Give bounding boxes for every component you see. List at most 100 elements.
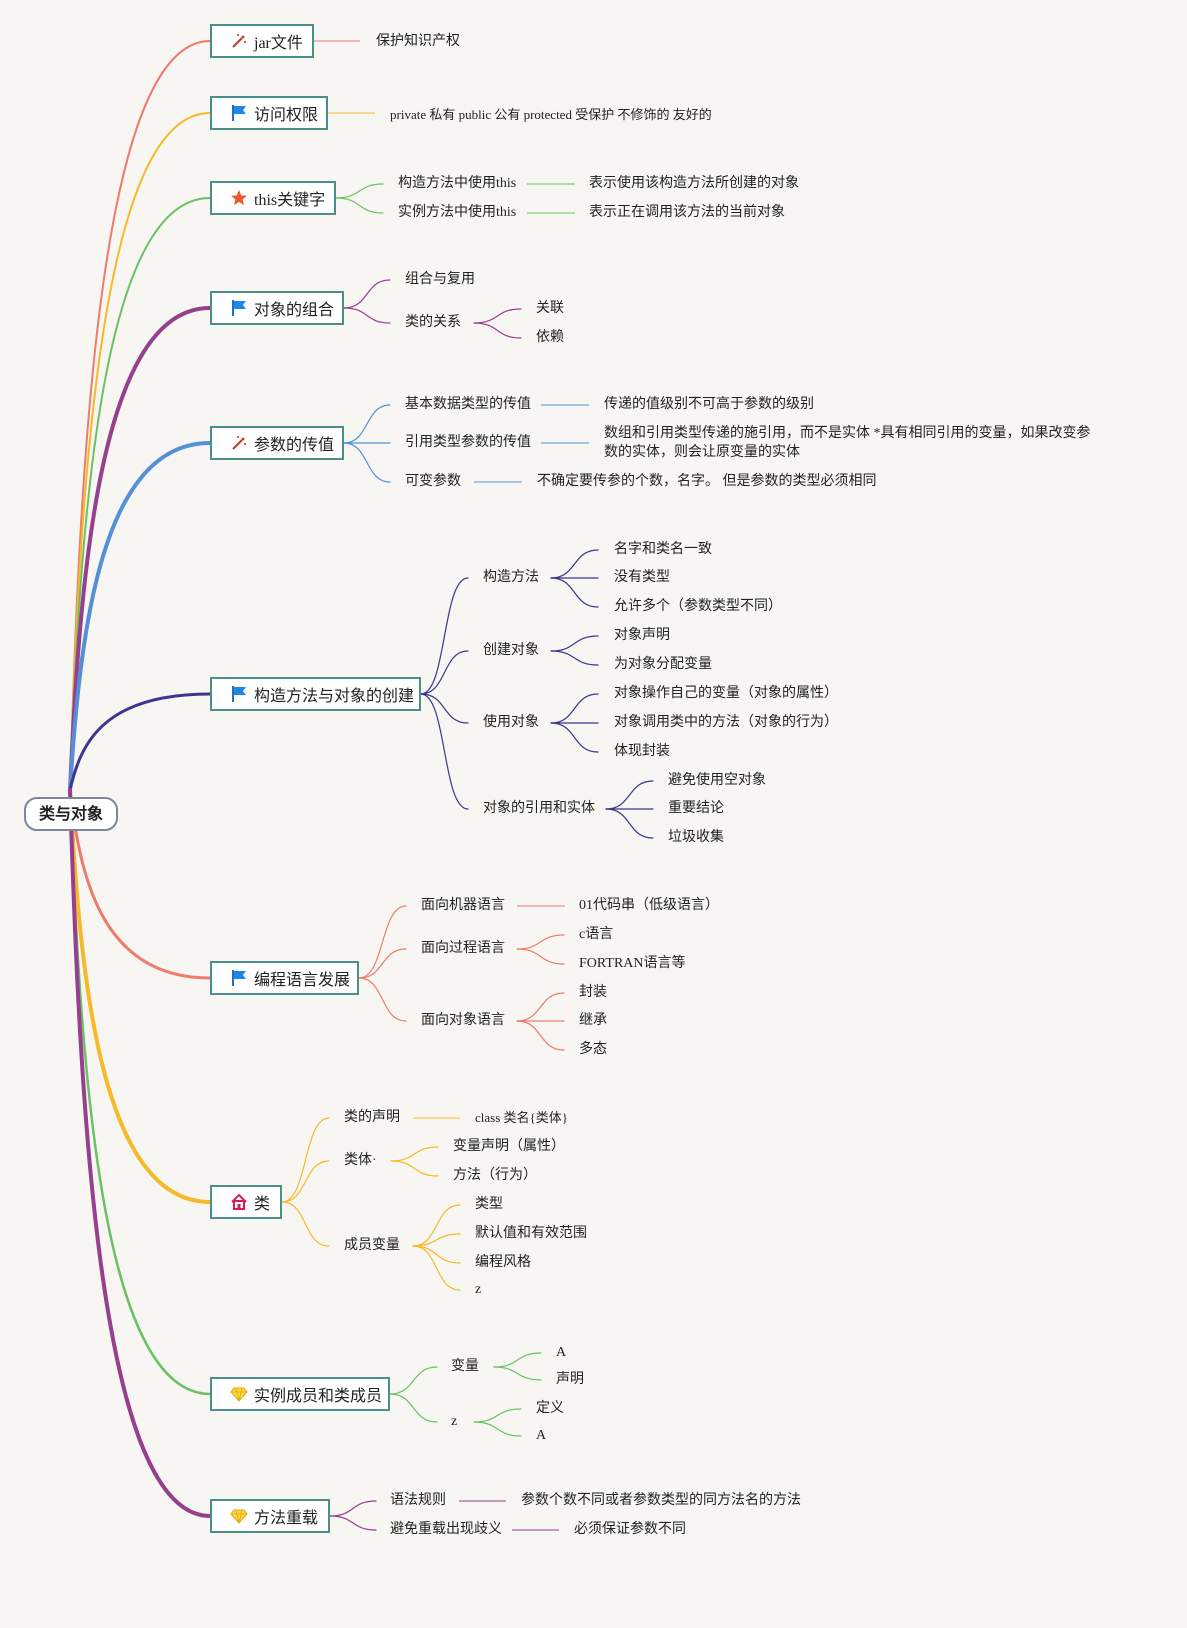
connector (412, 1204, 461, 1247)
topic-instance-and-class-members[interactable]: 实例成员和类成员 (210, 1377, 390, 1411)
leaf[interactable]: 名字和类名一致 (614, 542, 712, 557)
leaf[interactable]: 没有类型 (614, 570, 670, 585)
subtopic[interactable]: 语法规则 (390, 1493, 446, 1508)
connector (412, 1245, 461, 1264)
subtopic[interactable]: 使用对象 (483, 715, 539, 730)
subtopic[interactable]: 面向过程语言 (421, 941, 505, 956)
connector (473, 322, 522, 339)
connector (343, 442, 391, 483)
topic-jar[interactable]: jar文件 (210, 24, 314, 58)
leaf[interactable]: 为对象分配变量 (614, 657, 712, 672)
leaf[interactable]: 垃圾收集 (668, 830, 724, 845)
leaf[interactable]: 数组和引用类型传递的施引用，而不是实体 *具有相同引用的变量，如果改变参 (604, 426, 1091, 441)
connector (412, 1245, 461, 1291)
leaf[interactable]: 定义 (536, 1401, 564, 1416)
subtopic[interactable]: 成员变量 (344, 1238, 400, 1253)
topic-constructor[interactable]: 构造方法与对象的创建 (210, 677, 421, 711)
topic-object-composition[interactable]: 对象的组合 (210, 291, 344, 325)
topic-access[interactable]: 访问权限 (210, 96, 328, 130)
subtopic[interactable]: 避免重载出现歧义 (390, 1522, 502, 1537)
leaf[interactable]: z (475, 1282, 482, 1297)
trunk-connector (68, 788, 212, 1396)
leaf[interactable]: 体现封装 (614, 744, 670, 759)
yellow-diamond-icon (230, 1507, 248, 1525)
leaf[interactable]: 对象调用类中的方法（对象的行为） (614, 715, 838, 730)
leaf[interactable]: 允许多个（参数类型不同） (614, 599, 782, 614)
topic-parameter-passing[interactable]: 参数的传值 (210, 426, 344, 460)
leaf[interactable]: 多态 (579, 1042, 607, 1057)
subtopic[interactable]: 类的关系 (405, 315, 461, 330)
subtopic[interactable]: 组合与复用 (405, 272, 475, 287)
blue-flag-icon (230, 104, 248, 122)
trunk-connector (68, 441, 212, 792)
connector (420, 693, 469, 724)
leaf[interactable]: class 类名{类体} (475, 1110, 568, 1125)
connector (516, 948, 565, 965)
leaf[interactable]: 参数个数不同或者参数类型的同方法名的方法 (521, 1493, 801, 1508)
leaf[interactable]: c语言 (579, 927, 614, 942)
topic-language-evolution[interactable]: 编程语言发展 (210, 961, 359, 995)
connector (343, 404, 391, 444)
subtopic[interactable]: 创建对象 (483, 643, 539, 658)
leaf[interactable]: 依赖 (536, 330, 564, 345)
connector (516, 1020, 565, 1051)
topic-method-overloading[interactable]: 方法重载 (210, 1499, 330, 1533)
connector (420, 577, 469, 695)
subtopic[interactable]: 构造方法 (483, 570, 539, 585)
leaf[interactable]: private 私有 public 公有 protected 受保护 不修饰的 … (390, 107, 712, 122)
leaf[interactable]: 传递的值级别不可高于参数的级别 (604, 397, 814, 412)
leaf[interactable]: 方法（行为） (453, 1168, 537, 1183)
leaf[interactable]: 封装 (579, 985, 607, 1000)
leaf[interactable]: 声明 (556, 1372, 584, 1387)
connector (473, 1408, 522, 1423)
topic-label: 访问权限 (254, 107, 319, 124)
connector (358, 905, 407, 979)
orange-star-icon (230, 189, 248, 207)
leaf[interactable]: 重要结论 (668, 801, 724, 816)
leaf[interactable]: 不确定要传参的个数，名字。 但是参数的类型必须相同 (537, 474, 877, 489)
leaf[interactable]: 避免使用空对象 (668, 773, 766, 788)
connector (412, 1233, 461, 1247)
subtopic[interactable]: 类体· (344, 1153, 377, 1168)
subtopic[interactable]: 引用类型参数的传值 (405, 435, 531, 450)
subtopic[interactable]: 实例方法中使用this (398, 205, 517, 220)
subtopic[interactable]: 构造方法中使用this (398, 176, 517, 191)
leaf[interactable]: 默认值和有效范围 (475, 1226, 587, 1241)
subtopic[interactable]: 类的声明 (344, 1110, 400, 1125)
trunk-connector (68, 692, 212, 792)
root-topic[interactable]: 类与对象 (24, 797, 118, 831)
leaf[interactable]: 关联 (536, 301, 564, 316)
leaf[interactable]: 保护知识产权 (376, 34, 460, 49)
topic-this-keyword[interactable]: this关键字 (210, 181, 336, 215)
leaf[interactable]: 类型 (475, 1197, 503, 1212)
subtopic[interactable]: z (451, 1414, 458, 1429)
leaf[interactable]: 编程风格 (475, 1255, 531, 1270)
blue-flag-icon (230, 969, 248, 987)
subtopic[interactable]: 对象的引用和实体 (483, 801, 595, 816)
leaf[interactable]: 继承 (579, 1013, 607, 1028)
subtopic[interactable]: 变量 (451, 1359, 479, 1374)
connector (281, 1117, 330, 1203)
leaf[interactable]: 对象声明 (614, 628, 670, 643)
subtopic[interactable]: 面向机器语言 (421, 898, 505, 913)
leaf[interactable]: A (536, 1428, 547, 1443)
subtopic[interactable]: 面向对象语言 (421, 1013, 505, 1028)
leaf[interactable]: 表示正在调用该方法的当前对象 (589, 205, 785, 220)
subtopic[interactable]: 基本数据类型的传值 (405, 397, 531, 412)
leaf[interactable]: FORTRAN语言等 (579, 956, 686, 971)
magic-wand-icon (230, 434, 248, 452)
leaf[interactable]: 必须保证参数不同 (574, 1522, 686, 1537)
leaf[interactable]: 变量声明（属性） (453, 1139, 565, 1154)
leaf[interactable]: 对象操作自己的变量（对象的属性） (614, 686, 838, 701)
topic-label: jar文件 (254, 35, 303, 52)
connector (281, 1160, 330, 1203)
topic-class[interactable]: 类 (210, 1185, 282, 1219)
connector (493, 1366, 542, 1381)
leaf[interactable]: A (556, 1345, 567, 1360)
subtopic[interactable]: 可变参数 (405, 474, 461, 489)
yellow-diamond-icon (230, 1385, 248, 1403)
leaf[interactable]: 表示使用该构造方法所创建的对象 (589, 176, 799, 191)
connector (516, 934, 565, 950)
leaf[interactable]: 01代码串（低级语言） (579, 898, 719, 913)
